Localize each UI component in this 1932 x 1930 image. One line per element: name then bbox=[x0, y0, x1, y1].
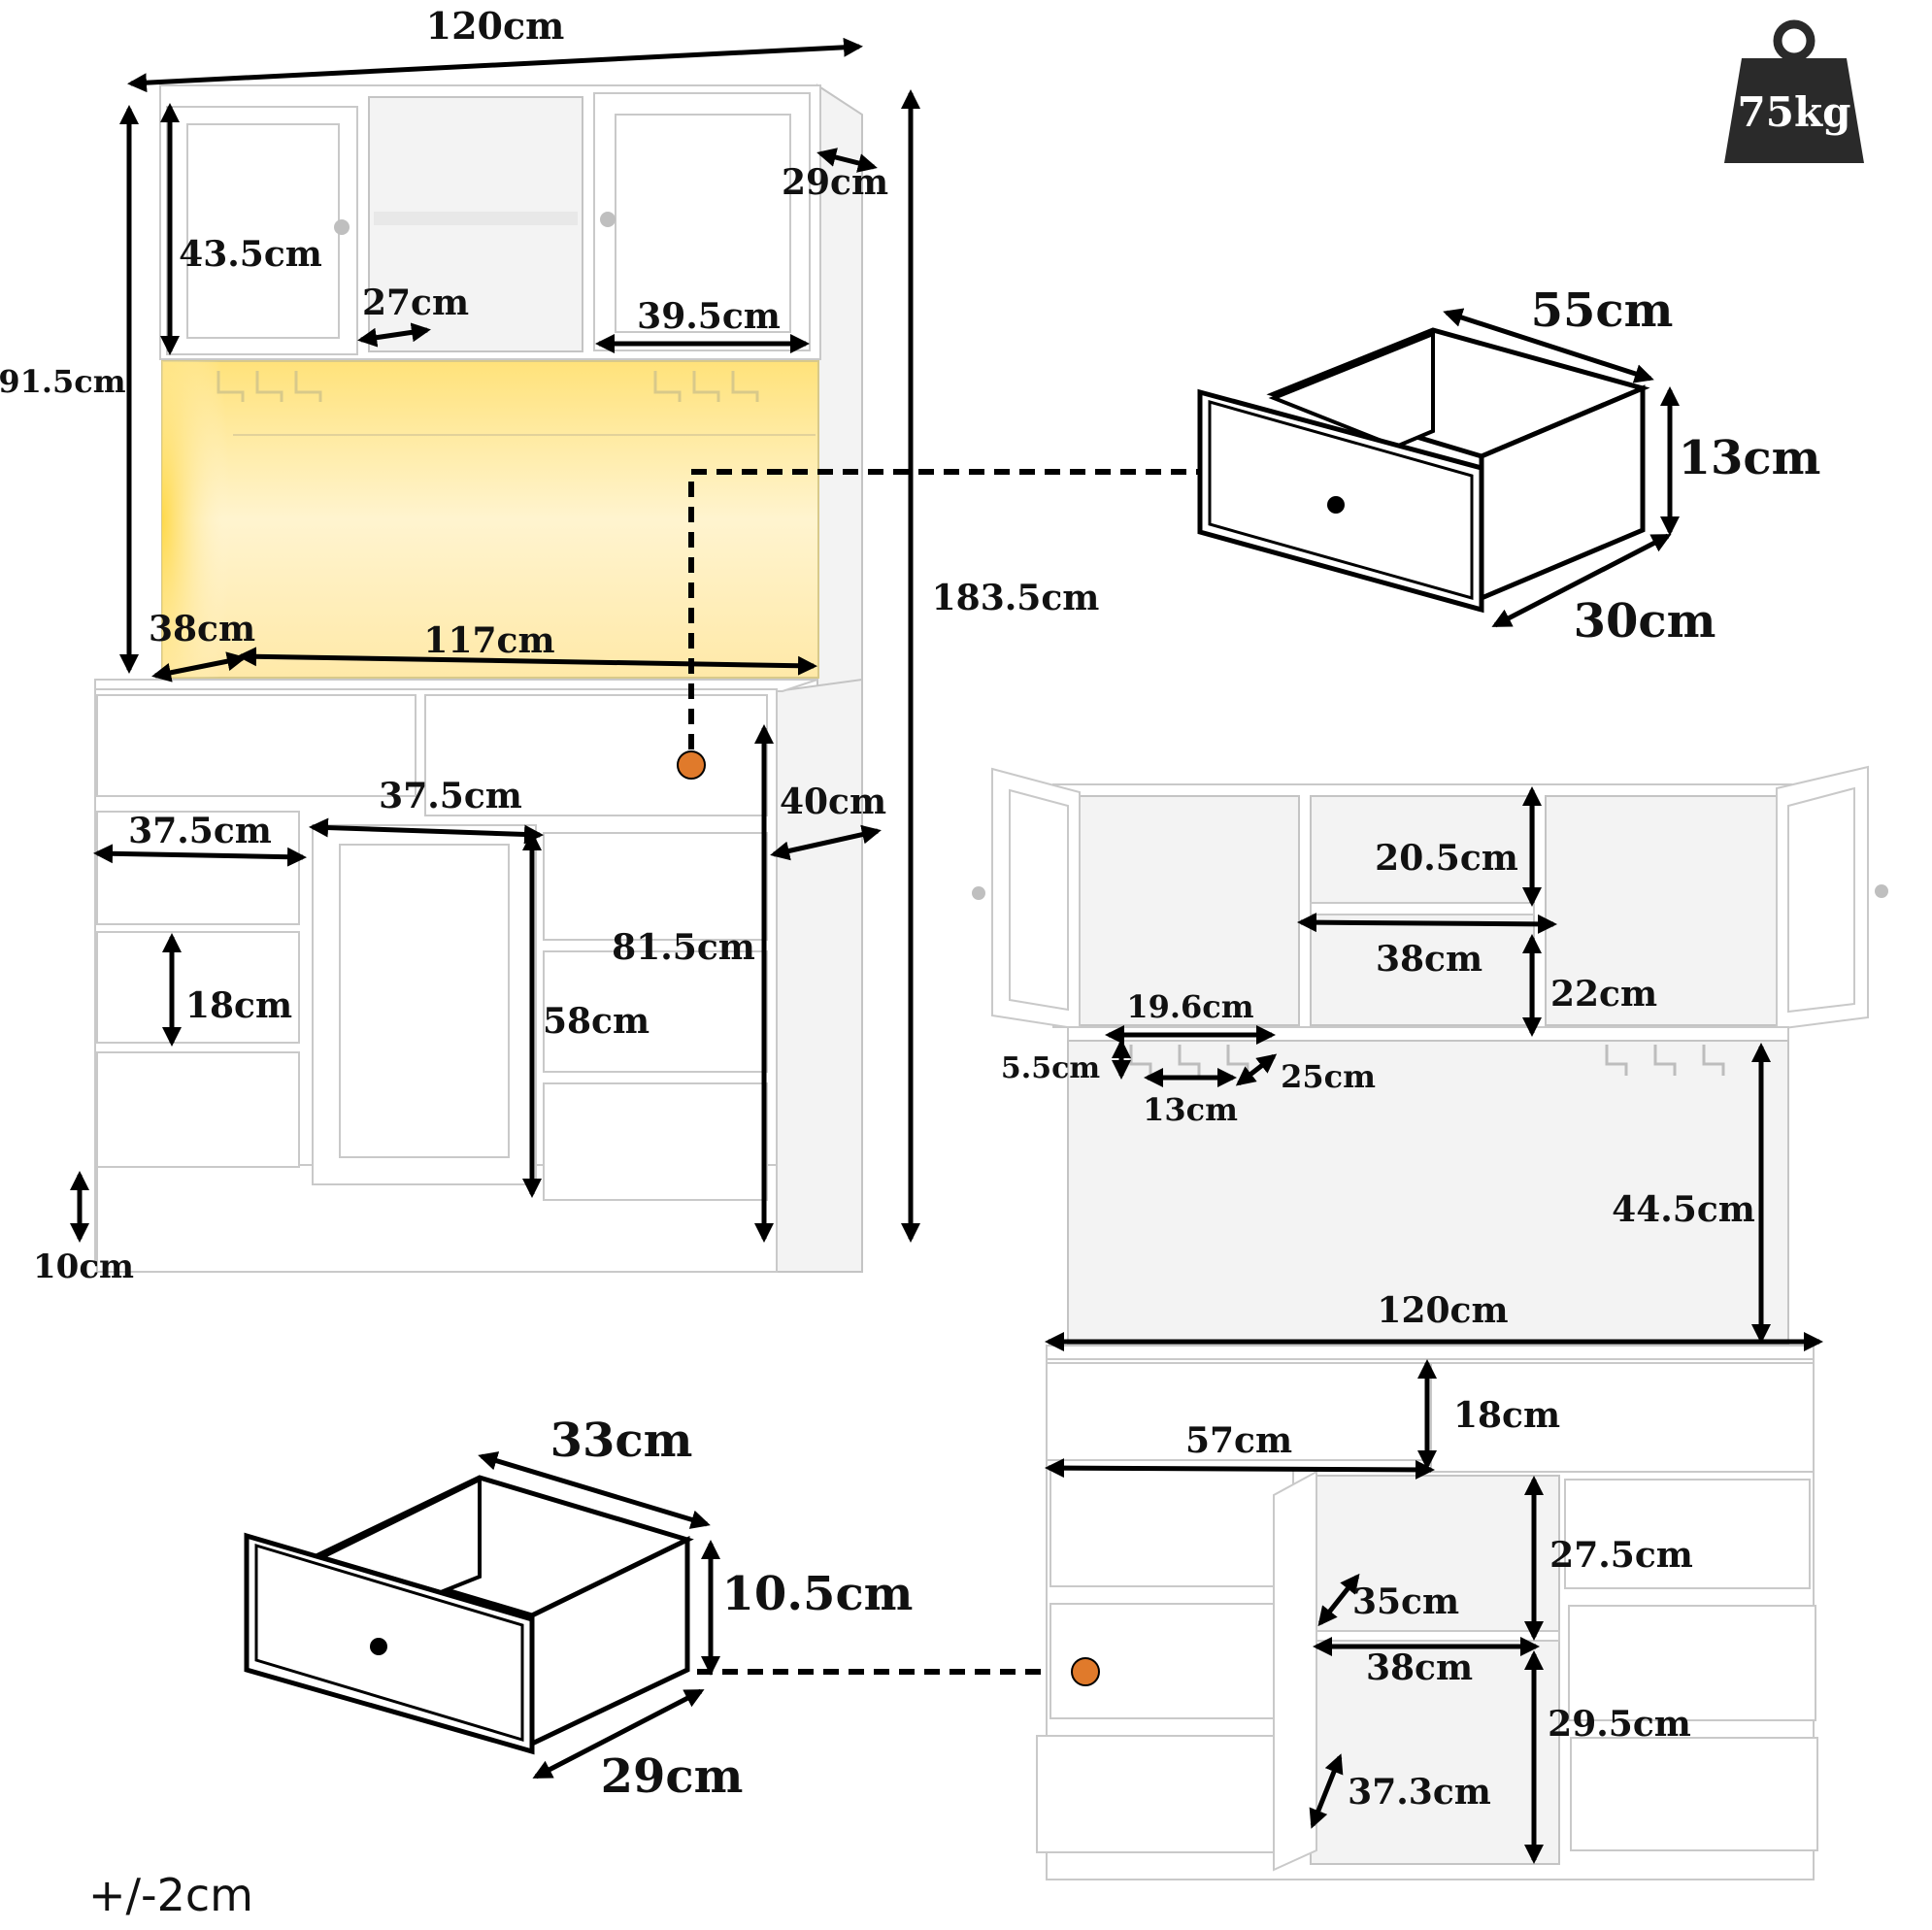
shelf-upper-label: 20.5cm bbox=[1375, 838, 1518, 879]
small-drawer-width-label: 33cm bbox=[550, 1414, 693, 1468]
large-drawer-width-label: 55cm bbox=[1531, 283, 1674, 338]
main-cabinet bbox=[94, 83, 863, 1273]
rack-width-label: 19.6cm bbox=[1126, 988, 1253, 1025]
small-drawer: 33cm 10.5cm 29cm bbox=[244, 1414, 914, 1804]
weight-label: 75kg bbox=[1738, 88, 1851, 136]
door-width-label: 39.5cm bbox=[637, 296, 781, 337]
rack-spacing-label: 13cm bbox=[1143, 1091, 1238, 1128]
led-hutch bbox=[161, 360, 819, 679]
drawer-width-top-label: 37.5cm bbox=[379, 776, 522, 816]
drawer-hole-icon bbox=[1327, 496, 1345, 514]
door-knob-icon bbox=[972, 886, 985, 900]
counter-width-label: 117cm bbox=[423, 620, 554, 661]
main-dimension-labels: 120cm 29cm 91.5cm 43.5cm 27cm 39.5cm 183… bbox=[0, 4, 1099, 1286]
rack-height-label: 5.5cm bbox=[1001, 1051, 1100, 1085]
lower-height-label: 81.5cm bbox=[612, 927, 755, 968]
side-drawer-height-1-label: 27.5cm bbox=[1549, 1535, 1693, 1576]
depth-top-label: 29cm bbox=[782, 162, 888, 203]
top-drawer-height-label: 18cm bbox=[1453, 1395, 1560, 1436]
width-label: 120cm bbox=[426, 4, 565, 48]
total-height-label: 183.5cm bbox=[932, 578, 1100, 618]
side-drawer-height-2-label: 29.5cm bbox=[1548, 1704, 1691, 1745]
drawer-hole-icon bbox=[370, 1638, 387, 1655]
drawer-height-label: 18cm bbox=[185, 985, 292, 1026]
plinth-height-label: 10cm bbox=[33, 1248, 134, 1286]
door-knob-icon bbox=[1875, 884, 1888, 898]
door-knob-icon bbox=[600, 212, 616, 227]
weight-icon: 75kg bbox=[1724, 19, 1864, 163]
top-drawer-width-label: 57cm bbox=[1185, 1420, 1292, 1461]
small-drawer-depth-label: 29cm bbox=[601, 1749, 744, 1804]
tolerance-note: +/-2cm bbox=[88, 1869, 253, 1921]
large-drawer: 55cm 13cm 30cm bbox=[1197, 283, 1821, 649]
rack-depth-label: 25cm bbox=[1281, 1058, 1376, 1095]
shelf-width-label: 38cm bbox=[1376, 939, 1482, 980]
inner-depth-label: 35cm bbox=[1352, 1581, 1459, 1622]
inner-lower-depth-label: 37.3cm bbox=[1348, 1772, 1491, 1813]
door-knob-icon bbox=[334, 219, 350, 235]
upper-height-label: 91.5cm bbox=[0, 363, 126, 400]
door-height-label: 43.5cm bbox=[179, 234, 322, 275]
lower-depth-label: 40cm bbox=[780, 782, 886, 822]
large-drawer-depth-label: 30cm bbox=[1574, 594, 1716, 649]
shelf-width-label: 27cm bbox=[362, 283, 469, 323]
inner-width-label: 38cm bbox=[1366, 1647, 1473, 1688]
large-drawer-connector bbox=[688, 469, 1200, 749]
main-dimension-lines bbox=[70, 37, 920, 1243]
open-dimension-lines bbox=[1045, 786, 1823, 1864]
drawer-width-left-label: 37.5cm bbox=[128, 811, 272, 851]
hutch-height-label: 44.5cm bbox=[1612, 1189, 1755, 1230]
open-dimension-labels: 20.5cm 38cm 22cm 19.6cm 5.5cm 13cm 25cm … bbox=[1001, 838, 1755, 1813]
large-drawer-height-label: 13cm bbox=[1679, 431, 1821, 485]
drawer-marker bbox=[677, 750, 706, 780]
drawer-marker bbox=[1071, 1657, 1100, 1686]
shelf-lower-label: 22cm bbox=[1550, 974, 1657, 1015]
cabinet-door-height-label: 58cm bbox=[543, 1001, 650, 1042]
glass-rack-icon bbox=[217, 371, 759, 402]
small-drawer-height-label: 10.5cm bbox=[722, 1567, 914, 1621]
open-cabinet bbox=[972, 765, 1888, 1880]
total-width-label: 120cm bbox=[1377, 1290, 1508, 1331]
counter-depth-label: 38cm bbox=[149, 609, 255, 649]
